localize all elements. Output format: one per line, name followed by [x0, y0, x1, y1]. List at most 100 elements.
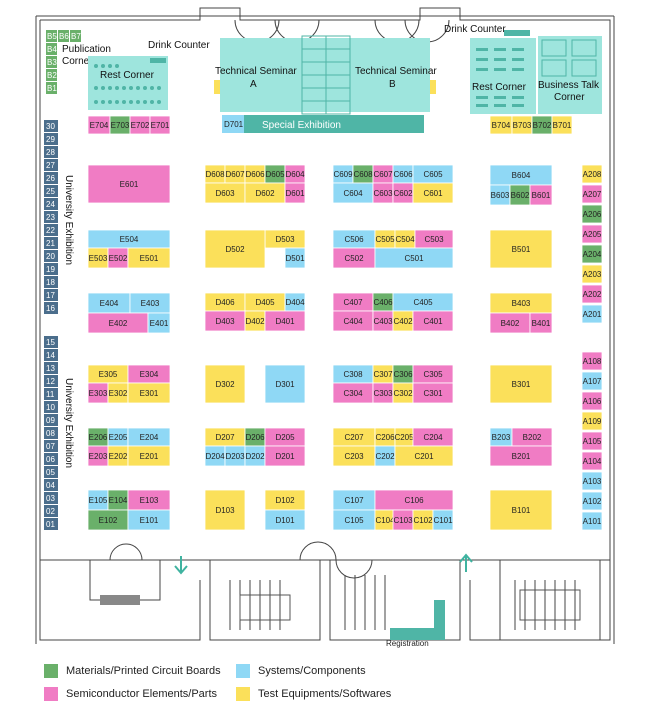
booth-label: D503	[275, 235, 295, 244]
booth-label: B702	[533, 121, 552, 130]
booth-D701[interactable]	[222, 115, 244, 133]
booth-A204[interactable]	[581, 244, 603, 264]
booth-C101[interactable]	[432, 509, 454, 531]
university-booth-11[interactable]	[44, 388, 58, 400]
university-booth-13[interactable]	[44, 362, 58, 374]
university-booth-05[interactable]	[44, 466, 58, 478]
booth-C201[interactable]	[394, 445, 454, 467]
booth-label: D204	[205, 452, 225, 461]
booth-E401[interactable]	[147, 312, 171, 334]
booth-A101[interactable]	[581, 511, 603, 531]
university-booth-21[interactable]	[44, 237, 58, 249]
booth-A104[interactable]	[581, 451, 603, 471]
registration-desk-side	[434, 600, 445, 640]
university-booth-18[interactable]	[44, 276, 58, 288]
university-booth-06[interactable]	[44, 453, 58, 465]
booth-D302[interactable]	[204, 364, 246, 404]
booth-B401[interactable]	[529, 312, 553, 334]
booth-D301[interactable]	[264, 364, 306, 404]
booth-label: B403	[512, 299, 531, 308]
university-booth-26[interactable]	[44, 172, 58, 184]
business-talk-corner	[538, 36, 602, 114]
booth-A207[interactable]	[581, 184, 603, 204]
booth-A206[interactable]	[581, 204, 603, 224]
university-booth-23[interactable]	[44, 211, 58, 223]
booth-B101[interactable]	[489, 489, 553, 531]
booth-label: C305	[423, 370, 443, 379]
university-booth-22[interactable]	[44, 224, 58, 236]
rest-corner-left-seats	[94, 64, 161, 104]
university-booth-25[interactable]	[44, 185, 58, 197]
booth-label: E503	[89, 254, 108, 263]
university-booth-30[interactable]	[44, 120, 58, 132]
university-booth-08[interactable]	[44, 427, 58, 439]
booth-E501[interactable]	[127, 247, 171, 269]
booth-A109[interactable]	[581, 411, 603, 431]
booth-label: A107	[583, 377, 602, 386]
university-booth-19[interactable]	[44, 263, 58, 275]
booth-D101[interactable]	[264, 509, 306, 531]
booth-D201[interactable]	[264, 445, 306, 467]
booth-C401[interactable]	[412, 310, 454, 332]
booth-E701[interactable]	[149, 115, 171, 135]
booth-A103[interactable]	[581, 471, 603, 491]
booth-A208[interactable]	[581, 164, 603, 184]
university-booth-17[interactable]	[44, 289, 58, 301]
booth-C501[interactable]	[374, 247, 454, 269]
booth-E101[interactable]	[127, 509, 171, 531]
booth-A105[interactable]	[581, 431, 603, 451]
booth-A102[interactable]	[581, 491, 603, 511]
legend-label: Systems/Components	[258, 665, 366, 677]
university-booth-14[interactable]	[44, 349, 58, 361]
booth-B701[interactable]	[551, 115, 573, 135]
booth-D601[interactable]	[284, 182, 306, 204]
booth-A202[interactable]	[581, 284, 603, 304]
university-booth-12[interactable]	[44, 375, 58, 387]
booth-label: B1	[47, 84, 57, 93]
university-booth-02[interactable]	[44, 505, 58, 517]
booth-label: A206	[583, 210, 602, 219]
booth-A107[interactable]	[581, 371, 603, 391]
booth-C301[interactable]	[412, 382, 454, 404]
university-booth-20[interactable]	[44, 250, 58, 262]
university-booth-01[interactable]	[44, 518, 58, 530]
booth-B501[interactable]	[489, 229, 553, 269]
university-booth-28[interactable]	[44, 146, 58, 158]
booth-D502[interactable]	[204, 229, 266, 269]
booth-A205[interactable]	[581, 224, 603, 244]
booth-label: E402	[109, 319, 128, 328]
booth-A203[interactable]	[581, 264, 603, 284]
booth-B201[interactable]	[489, 445, 553, 467]
booth-E201[interactable]	[127, 445, 171, 467]
booth-C601[interactable]	[412, 182, 454, 204]
booth-label: E502	[109, 254, 128, 263]
university-booth-24[interactable]	[44, 198, 58, 210]
booth-label: C105	[344, 516, 364, 525]
university-booth-04[interactable]	[44, 479, 58, 491]
university-booth-15[interactable]	[44, 336, 58, 348]
booth-A108[interactable]	[581, 351, 603, 371]
booth-D103[interactable]	[204, 489, 246, 531]
booth-label: B603	[491, 191, 510, 200]
legend: Materials/Printed Circuit Boards Systems…	[44, 664, 464, 710]
booth-label: D403	[215, 317, 235, 326]
booth-E601[interactable]	[87, 164, 171, 204]
booth-E301[interactable]	[127, 382, 171, 404]
booth-D401[interactable]	[264, 310, 306, 332]
booth-label: A106	[583, 397, 602, 406]
booth-label: E206	[89, 433, 108, 442]
university-booth-29[interactable]	[44, 133, 58, 145]
university-booth-09[interactable]	[44, 414, 58, 426]
university-booth-03[interactable]	[44, 492, 58, 504]
university-booth-07[interactable]	[44, 440, 58, 452]
university-booth-10[interactable]	[44, 401, 58, 413]
booth-label: C307	[373, 370, 393, 379]
booth-B301[interactable]	[489, 364, 553, 404]
drink-counter-right-label: Drink Counter	[444, 24, 506, 35]
booth-A106[interactable]	[581, 391, 603, 411]
booth-A201[interactable]	[581, 304, 603, 324]
university-booth-16[interactable]	[44, 302, 58, 314]
booth-B601[interactable]	[529, 184, 553, 206]
university-booth-27[interactable]	[44, 159, 58, 171]
booth-D501[interactable]	[284, 247, 306, 269]
